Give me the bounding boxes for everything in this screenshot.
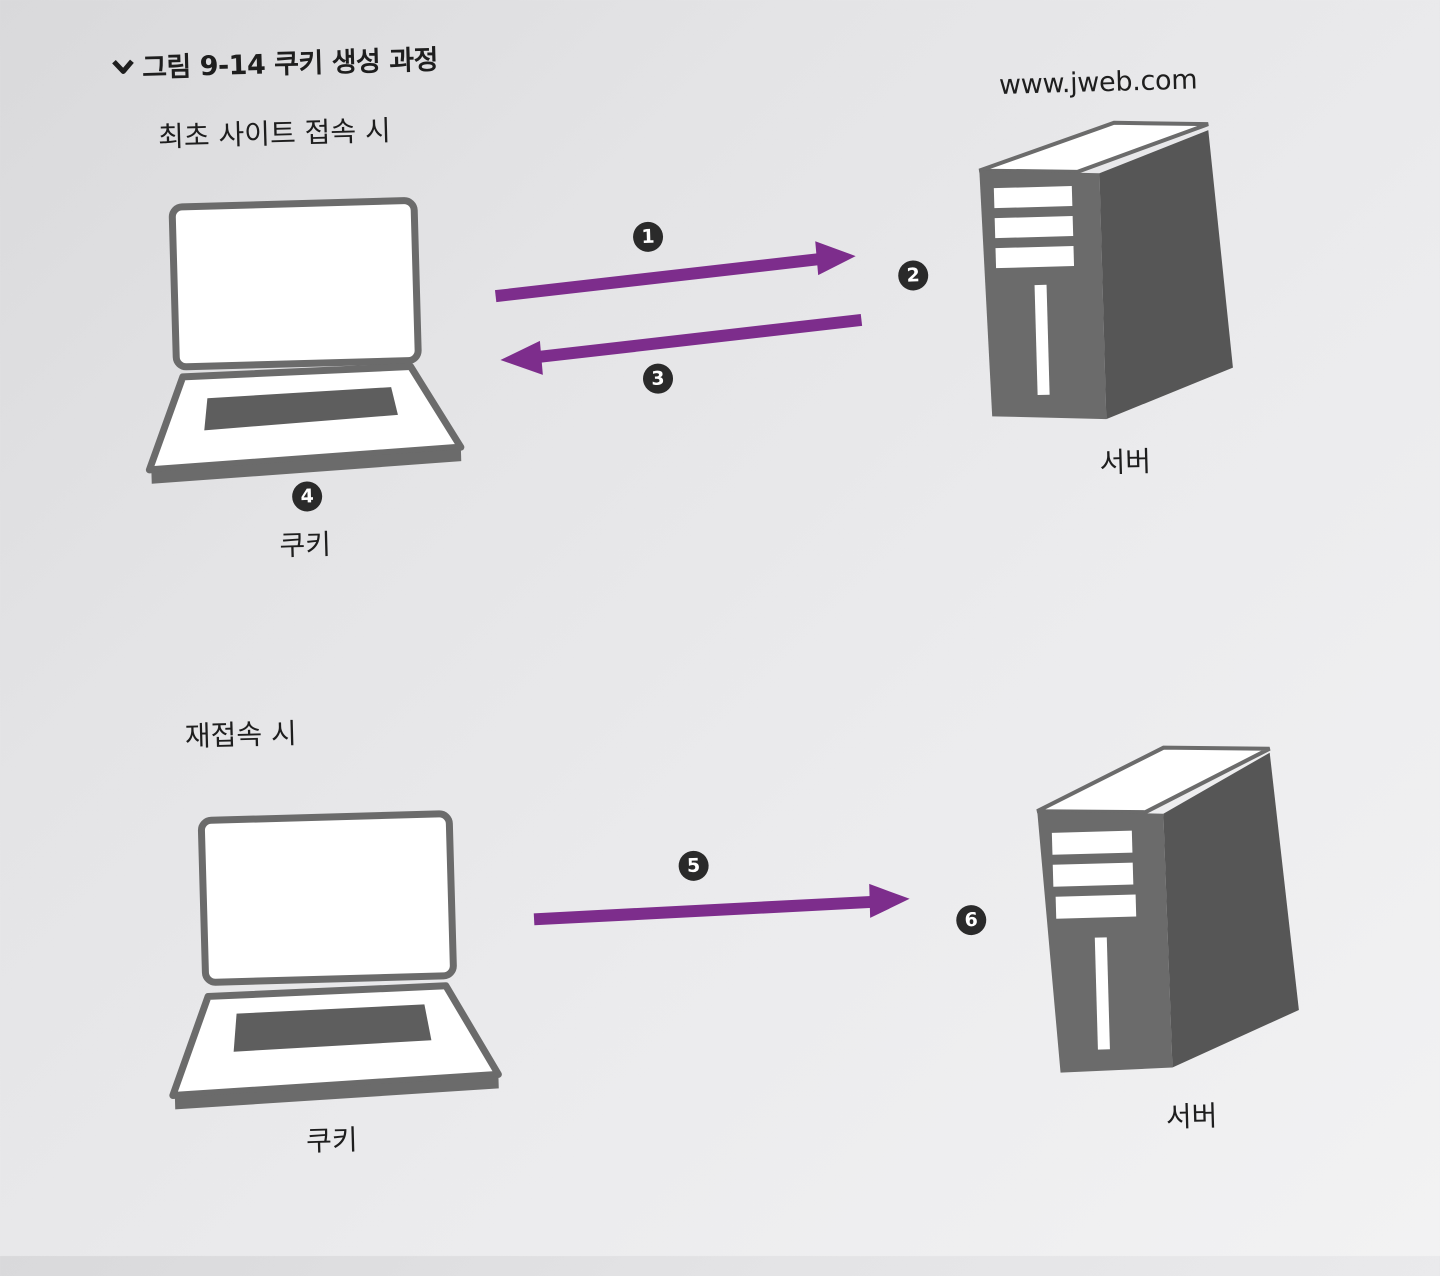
laptop-icon — [145, 197, 465, 484]
chevron-down-icon — [112, 59, 134, 74]
server-icon — [978, 120, 1233, 420]
figure-caption: 그림 9-14 쿠키 생성 과정 — [112, 38, 439, 86]
request-arrow — [494, 241, 856, 303]
response-arrow — [500, 313, 863, 375]
laptop-icon — [169, 810, 502, 1110]
server-icon — [1036, 745, 1299, 1073]
revisit-request-arrow — [533, 883, 910, 926]
